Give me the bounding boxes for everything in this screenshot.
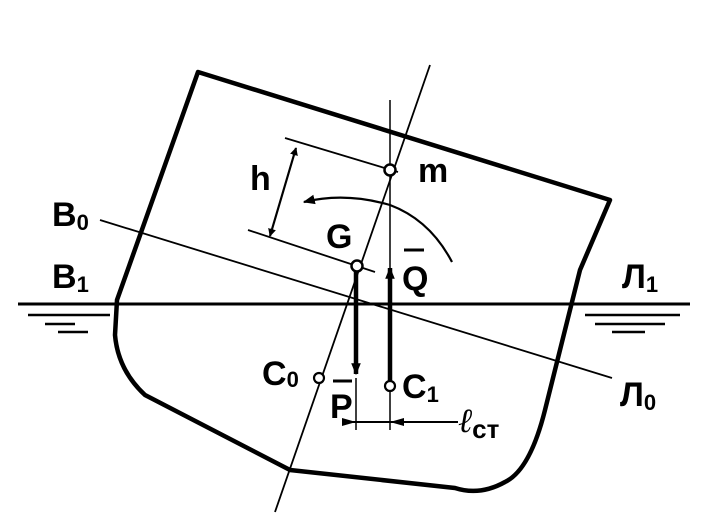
svg-text:P: P [330,388,353,426]
label-p: P [330,379,353,426]
water-surface-hatch-left [28,313,110,334]
point-c1 [383,379,397,393]
centerline [274,64,431,513]
point-m [383,163,397,177]
label-b0: B0 [52,196,89,235]
lever-arm-arrow-right [390,418,404,426]
hull-outline [112,69,613,494]
label-l-st: ℓст [458,401,500,444]
point-c0 [312,371,326,385]
lever-arm-arrow-left [342,418,356,426]
label-c0: C0 [262,355,299,393]
label-q: Q [402,248,428,298]
label-l0: Л0 [620,376,656,415]
water-surface-hatch-right [585,313,680,334]
point-g [350,259,364,273]
h-dimension-arrow [268,147,298,237]
label-l1: Л1 [622,258,658,297]
h-extension-line-top [284,137,399,173]
label-b1: B1 [52,258,89,297]
label-h: h [250,160,271,198]
label-g: G [326,218,352,256]
svg-text:Q: Q [402,260,428,298]
label-m: m [418,152,448,190]
label-c1: C1 [402,368,439,407]
heel-moment-arc-arrow [302,194,453,263]
